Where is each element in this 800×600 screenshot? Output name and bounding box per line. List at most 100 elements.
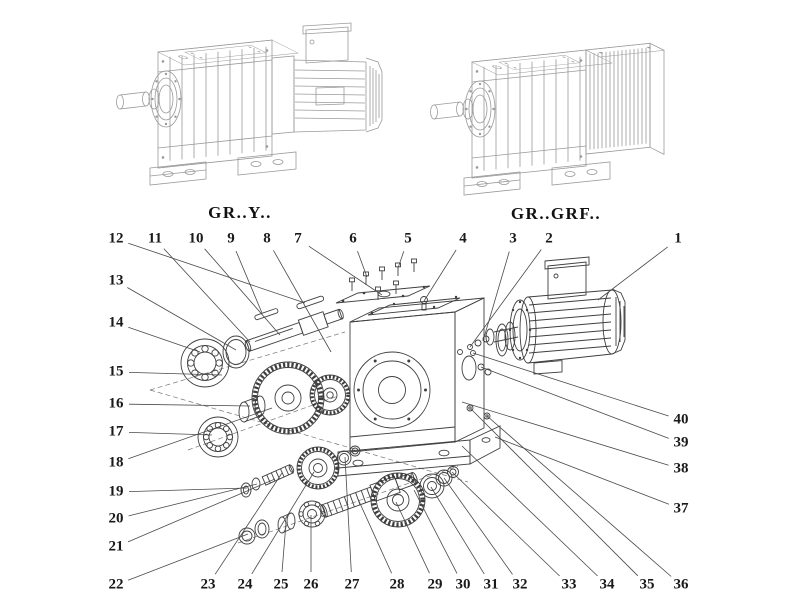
- callout-34: 34: [599, 576, 615, 593]
- gear-cluster: [197, 361, 351, 458]
- leader-line-15: [128, 372, 223, 376]
- leader-line-7: [308, 245, 383, 296]
- leader-line-9: [235, 250, 263, 314]
- leader-line-29: [395, 501, 430, 574]
- assembled-view-gr-grf: [430, 42, 665, 196]
- callout-16: 16: [108, 395, 124, 412]
- breather-plug: [420, 296, 428, 311]
- shaft-key-2: [296, 295, 325, 310]
- callout-14: 14: [108, 314, 124, 331]
- callout-28: 28: [389, 576, 405, 593]
- callout-38: 38: [673, 460, 689, 477]
- cover-plate: [335, 285, 431, 304]
- leader-line-20: [128, 483, 258, 517]
- leader-lines: [127, 242, 672, 581]
- leader-line-8: [273, 250, 332, 353]
- gearbox-body-2: [471, 49, 587, 179]
- output-shaft-2: [430, 80, 496, 138]
- callout-17: 17: [108, 423, 124, 440]
- leader-line-25: [281, 522, 287, 573]
- shaft-key-1: [254, 308, 279, 321]
- callout-32: 32: [512, 576, 528, 593]
- callout-18: 18: [108, 454, 124, 471]
- leader-line-22: [127, 533, 249, 581]
- callout-40: 40: [673, 411, 689, 428]
- leader-line-16: [128, 403, 251, 407]
- callout-36: 36: [673, 576, 689, 593]
- leader-line-38: [461, 401, 669, 466]
- callout-9: 9: [227, 230, 235, 247]
- cover-bolts: [349, 258, 417, 300]
- leader-line-28: [357, 498, 392, 574]
- leader-line-23: [214, 472, 283, 575]
- callout-26: 26: [303, 576, 319, 593]
- callout-24: 24: [237, 576, 253, 593]
- callout-1: 1: [674, 230, 682, 247]
- leader-line-27: [344, 456, 352, 573]
- leader-line-19: [128, 487, 248, 492]
- leader-line-30: [413, 489, 458, 574]
- leader-line-37: [494, 436, 670, 505]
- leader-line-24: [251, 471, 315, 575]
- motor: [271, 22, 383, 135]
- gear-housing: [337, 295, 501, 477]
- gearbox-body: [157, 39, 273, 169]
- callout-23: 23: [200, 576, 216, 593]
- finned-cover-block: [585, 42, 665, 155]
- leader-line-11: [163, 248, 251, 343]
- leader-line-31: [430, 486, 485, 575]
- callout-22: 22: [108, 576, 124, 593]
- caption-gr-grf: GR..GRF..: [510, 204, 602, 223]
- mounting-feet-2: [463, 161, 611, 196]
- intermediate-cluster: [240, 445, 361, 498]
- leader-line-12: [128, 242, 306, 304]
- callout-5: 5: [404, 230, 412, 247]
- callout-8: 8: [263, 230, 271, 247]
- leader-line-18: [128, 407, 273, 460]
- callout-25: 25: [273, 576, 289, 593]
- callout-35: 35: [639, 576, 655, 593]
- callout-30: 30: [455, 576, 471, 593]
- callout-39: 39: [673, 434, 689, 451]
- leader-line-2: [469, 249, 542, 348]
- callout-20: 20: [108, 510, 124, 527]
- leader-line-10: [204, 248, 281, 336]
- callout-6: 6: [349, 230, 357, 247]
- assembled-view-gr-y: [116, 22, 383, 186]
- callout-3: 3: [509, 230, 517, 247]
- motor-exploded: [485, 256, 626, 375]
- output-shaft: [116, 70, 182, 128]
- callout-27: 27: [344, 576, 360, 593]
- callout-19: 19: [108, 483, 124, 500]
- leader-line-5: [397, 251, 405, 269]
- callout-21: 21: [108, 538, 124, 555]
- leader-line-35: [470, 408, 639, 577]
- leader-line-17: [128, 432, 213, 436]
- leader-line-33: [451, 471, 560, 577]
- leader-line-3: [482, 251, 510, 342]
- leader-line-1: [597, 246, 668, 301]
- leader-line-32: [443, 477, 513, 575]
- callout-13: 13: [108, 272, 124, 289]
- output-shaft-assembly: [238, 466, 459, 545]
- leader-line-21: [127, 478, 276, 543]
- leader-line-34: [461, 445, 598, 577]
- callout-12: 12: [108, 230, 124, 247]
- mounting-feet: [149, 151, 297, 186]
- exploded-view: [149, 256, 626, 545]
- callout-29: 29: [427, 576, 443, 593]
- gearbox-top-2: [471, 49, 613, 76]
- gearbox-top: [157, 39, 299, 66]
- callout-33: 33: [561, 576, 577, 593]
- callout-7: 7: [294, 230, 302, 247]
- leader-line-4: [423, 249, 457, 302]
- leader-line-36: [486, 415, 672, 577]
- leader-line-6: [357, 251, 368, 278]
- caption-gr-y: GR..Y..: [208, 203, 272, 222]
- leader-line-14: [128, 326, 201, 353]
- leader-line-39: [480, 366, 669, 439]
- callout-10: 10: [188, 230, 204, 247]
- callout-31: 31: [483, 576, 499, 593]
